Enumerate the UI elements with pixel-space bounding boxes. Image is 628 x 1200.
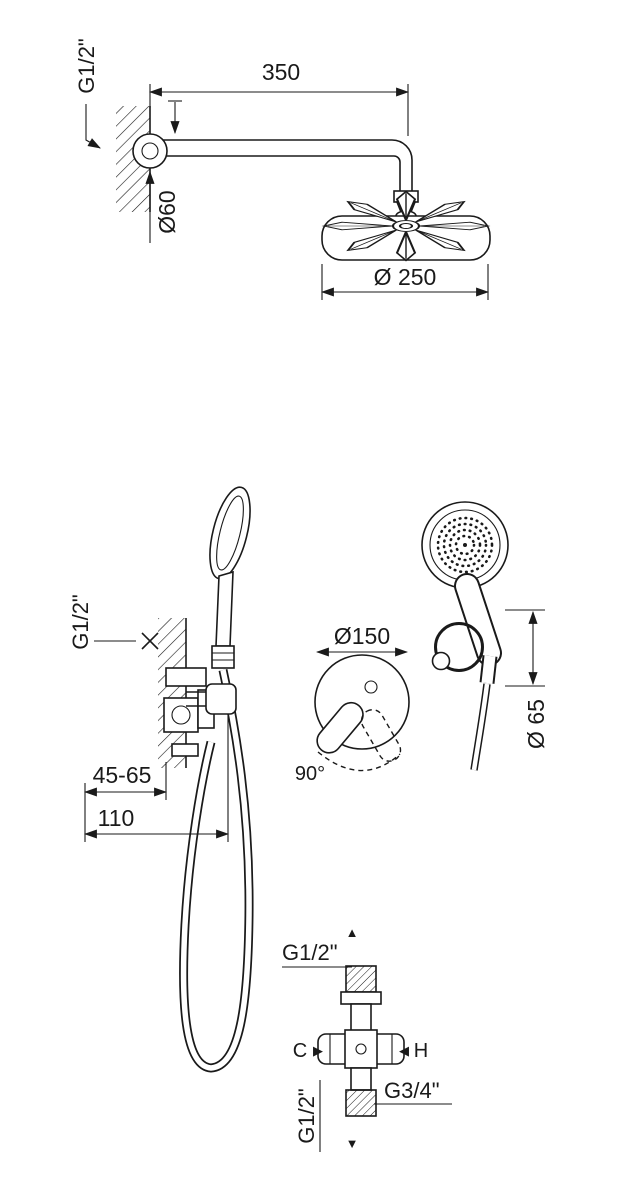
head-diameter-label: Ø 250 — [374, 264, 437, 290]
shower-head-petal — [321, 221, 393, 231]
holder-knob — [431, 651, 451, 671]
mixer-thread-label: G1/2" — [68, 594, 93, 650]
shower-head-center-inner — [398, 223, 414, 229]
holder-diameter-label: Ø 65 — [523, 699, 549, 749]
shower-head-petals — [321, 190, 491, 262]
wall-thread-leader — [85, 104, 101, 149]
shower-head-petal — [395, 190, 417, 221]
flange-diameter-label: Ø60 — [154, 190, 180, 233]
shower-head-petal — [395, 231, 417, 262]
hot-label: H — [414, 1040, 428, 1062]
cold-flow-arrow-icon: ▶ — [313, 1043, 323, 1058]
valve-side-thread-label: G3/4" — [384, 1078, 440, 1103]
wall-thread-label: G1/2" — [74, 38, 99, 94]
shower-head-petal — [346, 200, 398, 223]
spray-dots-ring — [454, 534, 476, 556]
mixer-lever-rotated-dashed — [360, 709, 402, 762]
shower-head-petal — [414, 229, 466, 252]
spray-dots-ring — [442, 522, 488, 568]
wall-flange-inner — [141, 142, 159, 160]
valve-bottom-thread-label: G1/2" — [294, 1088, 319, 1144]
wall-hatch-middle — [158, 618, 186, 768]
hot-flow-arrow-icon: ◀ — [399, 1043, 409, 1058]
mixer-plate-diameter-label: Ø150 — [334, 623, 390, 649]
hand-shower-holder-bracket — [205, 683, 237, 715]
lever-rotation-arc — [317, 751, 401, 772]
valve-top-collar — [340, 991, 382, 1005]
wall-flange — [132, 133, 168, 169]
hand-shower-handle-side — [215, 570, 234, 647]
valve-top-thread-label: G1/2" — [282, 940, 338, 965]
arm-length-label: 350 — [262, 59, 300, 85]
flow-up-arrow-icon: ▲ — [346, 925, 359, 940]
overhead-shower-drawing: G1/2" 350 Ø60 — [74, 38, 491, 300]
handle-rotation-label: 90° — [295, 763, 325, 785]
hand-shower-side-drawing: G1/2" — [68, 486, 254, 1073]
spray-dots-ring — [436, 516, 494, 574]
shower-head-petal — [346, 229, 398, 252]
shower-arm-outer — [150, 139, 413, 191]
shower-head-petal — [419, 221, 491, 231]
holder-ring — [434, 622, 484, 672]
hand-shower-head-side — [209, 486, 251, 580]
valve-top-thread — [345, 965, 377, 993]
mixer-rough-in — [163, 667, 215, 757]
hand-shower-handle-front — [456, 575, 500, 664]
hose-fitting-front — [481, 655, 496, 684]
hose-nut — [211, 645, 235, 669]
valve-center-body — [344, 1029, 378, 1069]
shower-hose — [180, 669, 252, 1071]
mixer-front-view: Ø150 90° — [295, 623, 410, 785]
flow-down-arrow-icon: ▼ — [346, 1136, 359, 1151]
rough-in-depth-range-label: 45-65 — [93, 762, 152, 788]
mixer-lever — [316, 701, 364, 754]
shower-arm-inner — [150, 155, 401, 191]
valve-center-detail — [355, 1043, 367, 1055]
valve-bottom-thread — [345, 1089, 377, 1117]
hand-shower-front-view: Ø 65 — [421, 501, 549, 771]
spray-dots-ring — [448, 528, 482, 562]
rough-in-depth-total-label: 110 — [98, 805, 135, 831]
hand-shower-face-line — [216, 495, 244, 571]
supply-connection-icon — [141, 632, 159, 650]
mixer-screw — [364, 680, 378, 694]
diverter-valve-drawing: ▲ G1/2" C ▶ ◀ H G3/4" G1/2" ▼ — [282, 925, 452, 1152]
valve-neck-bottom — [350, 1067, 372, 1091]
shower-head-petal — [414, 200, 466, 223]
cold-label: C — [293, 1040, 307, 1062]
hose-front — [471, 683, 490, 771]
